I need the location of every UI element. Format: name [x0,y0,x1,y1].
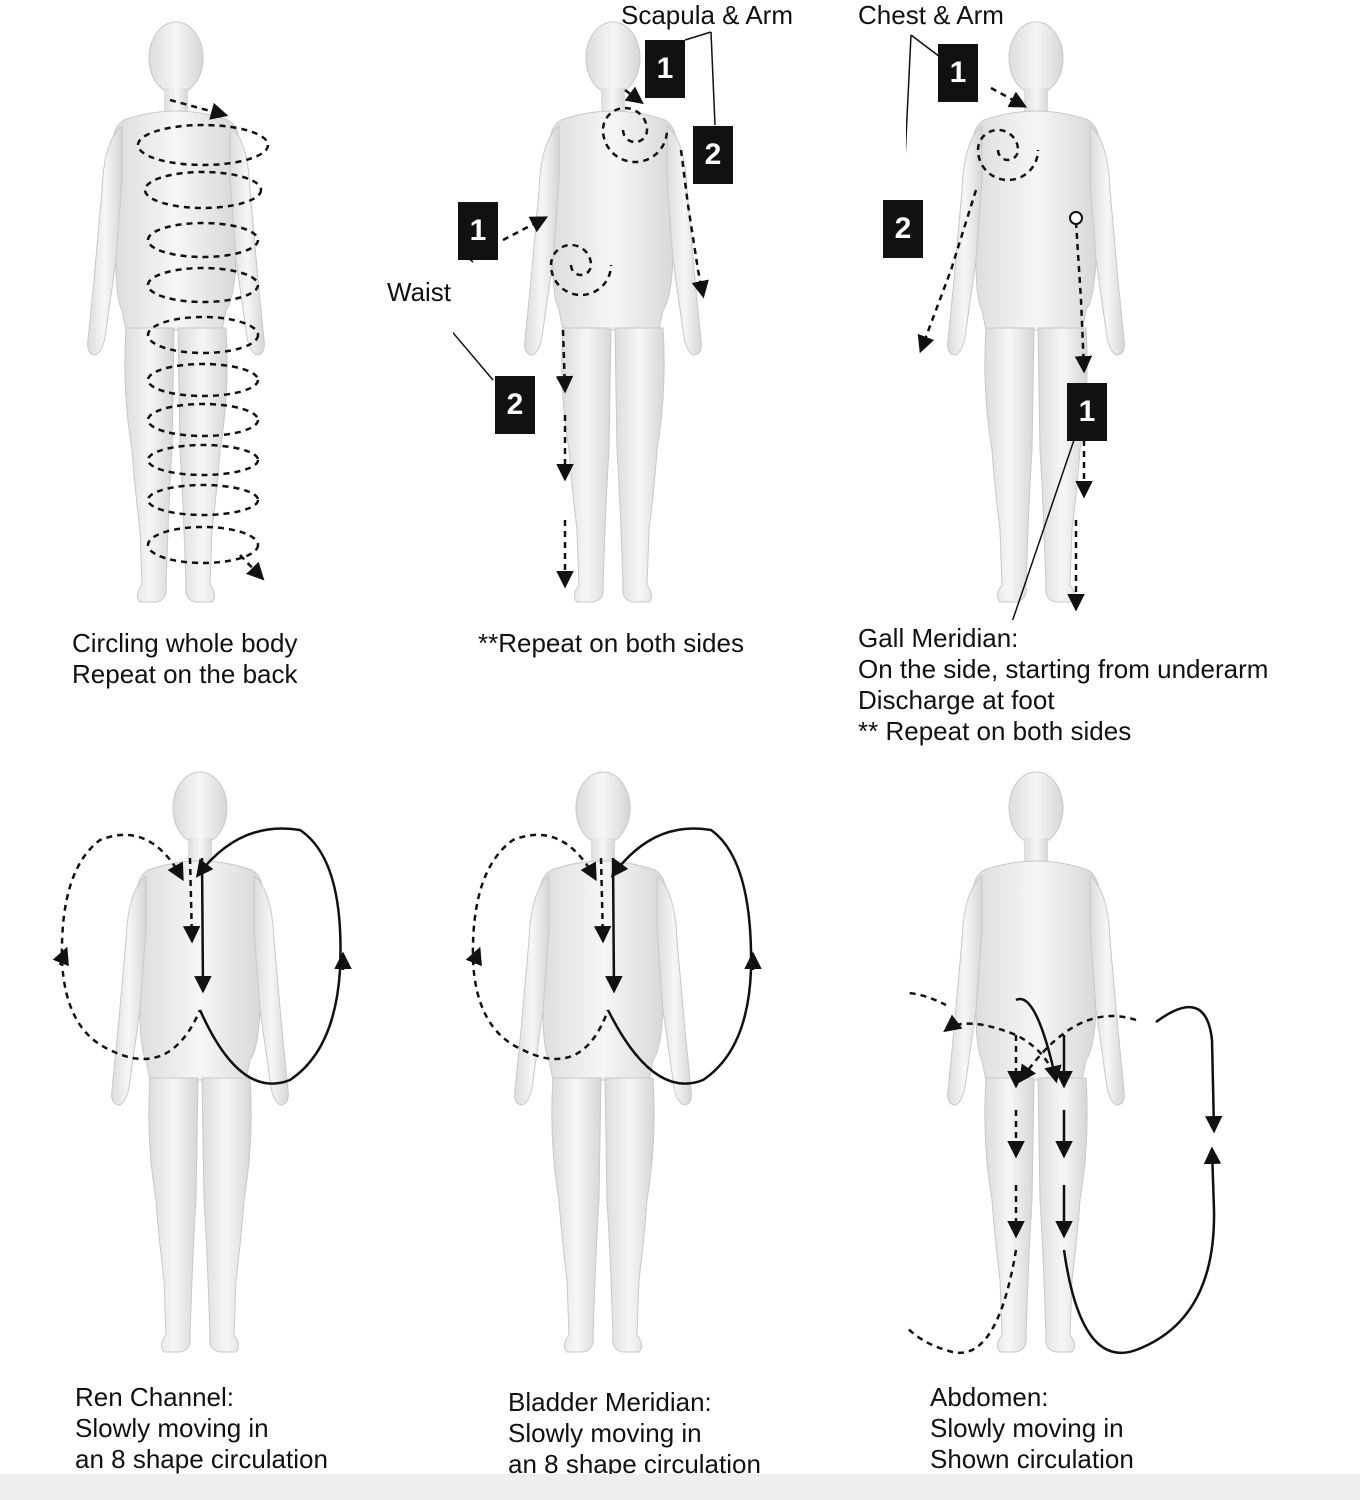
body-figure-front [906,771,1223,1355]
caption: Circling whole body Repeat on the back [72,628,298,690]
caption-line: Bladder Meridian: [508,1387,712,1417]
panel-ren-channel: Ren Channel: Slowly moving in an 8 shape… [0,750,453,1480]
massage-path [502,86,709,589]
panel-chest-gall: Chest & Arm 1 2 1 Gall Meridian: On the … [858,0,1359,760]
caption: Ren Channel: Slowly moving in an 8 shape… [75,1382,328,1475]
panel-abdomen: Abdomen: Slowly moving in Shown circulat… [906,750,1359,1480]
caption-line: Ren Channel: [75,1382,234,1412]
label-scapula-arm: Scapula & Arm [621,0,793,30]
caption-line: Discharge at foot [858,685,1055,715]
caption-line: Abdomen: [930,1382,1049,1412]
caption-line: Slowly moving in [930,1413,1124,1443]
figure-eight-path [465,827,762,1085]
caption-line: **Repeat on both sides [478,628,744,658]
caption: **Repeat on both sides [478,628,744,659]
massage-path [917,86,1093,612]
caption-line: Shown circulation [930,1444,1134,1474]
caption-line: an 8 shape circulation [75,1444,328,1474]
body-figure-front [52,771,352,1353]
circulation-path [906,991,1223,1355]
caption-line: Slowly moving in [75,1413,269,1443]
caption-line: Circling whole body [72,628,298,658]
body-figure-back [453,21,716,603]
step-badge: 2 [693,126,733,184]
step-badge: 1 [1067,383,1107,441]
step-badge: 2 [883,200,923,258]
panel-circling-whole-body: Circling whole body Repeat on the back [0,0,453,740]
body-figure-front [87,21,270,603]
circling-path [136,98,270,581]
caption: Gall Meridian: On the side, starting fro… [858,623,1268,747]
body-figure-back [465,771,762,1353]
step-badge: 1 [645,40,685,98]
caption-line: ** Repeat on both sides [858,716,1132,746]
bottom-strip [0,1474,1360,1500]
figure-eight-path [52,827,352,1085]
label-chest-arm: Chest & Arm [858,0,1004,30]
panel-scapula-waist: Scapula & Arm Waist 1 2 1 2 **Repeat on … [387,0,906,740]
step-badge: 1 [938,44,978,102]
label-waist: Waist [387,277,452,307]
caption-line: Repeat on the back [72,659,298,689]
caption: Abdomen: Slowly moving in Shown circulat… [930,1382,1134,1475]
caption-line: Slowly moving in [508,1418,702,1448]
caption-line: On the side, starting from underarm [858,654,1269,684]
caption-line: Gall Meridian: [858,623,1019,653]
step-badge: 1 [458,202,498,260]
panel-bladder-meridian: Bladder Meridian: Slowly moving in an 8 … [453,750,906,1480]
step-badge: 2 [495,376,535,434]
caption: Bladder Meridian: Slowly moving in an 8 … [508,1387,761,1480]
